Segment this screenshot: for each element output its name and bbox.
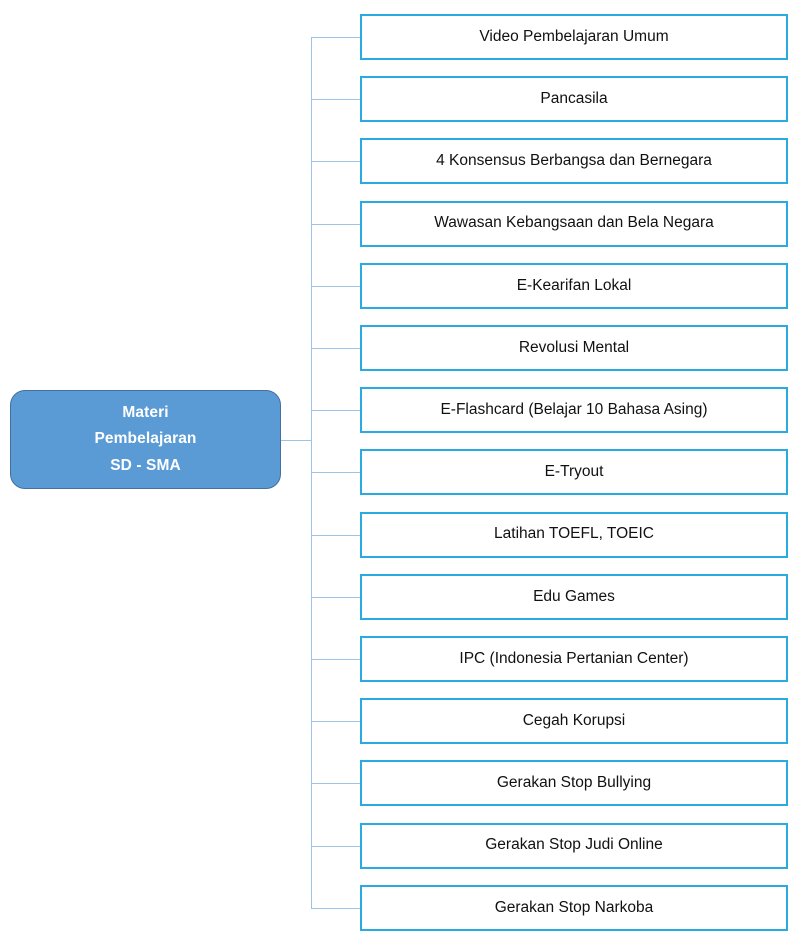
connector-stub bbox=[311, 161, 360, 162]
connector-stub bbox=[311, 721, 360, 722]
leaf-node[interactable]: Cegah Korupsi bbox=[360, 698, 788, 745]
leaf-node-label: Latihan TOEFL, TOEIC bbox=[494, 525, 654, 543]
leaf-node-label: Pancasila bbox=[540, 89, 608, 107]
connector-stub bbox=[311, 659, 360, 660]
connector-stub bbox=[311, 535, 360, 536]
connector-stub bbox=[311, 348, 360, 349]
connector-stub bbox=[311, 286, 360, 287]
connector-stub bbox=[311, 99, 360, 100]
leaf-node[interactable]: E-Flashcard (Belajar 10 Bahasa Asing) bbox=[360, 387, 788, 434]
connector-stub bbox=[311, 224, 360, 225]
leaf-node[interactable]: 4 Konsensus Berbangsa dan Bernegara bbox=[360, 138, 788, 185]
leaf-node-label: E-Kearifan Lokal bbox=[516, 276, 632, 294]
connector-stub bbox=[311, 410, 360, 411]
leaf-node[interactable]: Gerakan Stop Bullying bbox=[360, 760, 788, 807]
leaf-node[interactable]: E-Tryout bbox=[360, 449, 788, 496]
leaf-node-label: 4 Konsensus Berbangsa dan Bernegara bbox=[436, 152, 712, 170]
connector-stub bbox=[311, 908, 360, 909]
leaf-node-label: E-Tryout bbox=[544, 463, 604, 481]
leaf-node-label: Revolusi Mental bbox=[518, 338, 630, 356]
connector-stub bbox=[311, 37, 360, 38]
leaf-node[interactable]: Gerakan Stop Narkoba bbox=[360, 884, 788, 931]
leaf-node[interactable]: Pancasila bbox=[360, 76, 788, 123]
connector-root-stub bbox=[281, 440, 312, 441]
connector-stub bbox=[311, 783, 360, 784]
connector-stub bbox=[311, 597, 360, 598]
leaf-node-label: Cegah Korupsi bbox=[522, 711, 626, 729]
connector-stub bbox=[311, 472, 360, 473]
leaf-node-label: Gerakan Stop Narkoba bbox=[494, 898, 654, 916]
leaf-node-label: Gerakan Stop Bullying bbox=[496, 774, 652, 792]
leaf-node-label: Video Pembelajaran Umum bbox=[479, 27, 669, 45]
leaf-node-label: IPC (Indonesia Pertanian Center) bbox=[459, 649, 689, 667]
root-node-materi-pembelajaran[interactable]: Materi Pembelajaran SD - SMA bbox=[10, 390, 281, 489]
leaf-node-label: E-Flashcard (Belajar 10 Bahasa Asing) bbox=[440, 400, 708, 418]
leaf-node[interactable]: Latihan TOEFL, TOEIC bbox=[360, 511, 788, 558]
leaf-node[interactable]: Video Pembelajaran Umum bbox=[360, 14, 788, 60]
leaf-node[interactable]: E-Kearifan Lokal bbox=[360, 262, 788, 309]
leaf-node[interactable]: Edu Games bbox=[360, 573, 788, 620]
leaf-node-label: Gerakan Stop Judi Online bbox=[485, 836, 663, 854]
leaf-node[interactable]: IPC (Indonesia Pertanian Center) bbox=[360, 636, 788, 682]
leaf-node[interactable]: Revolusi Mental bbox=[360, 325, 788, 371]
leaf-node[interactable]: Gerakan Stop Judi Online bbox=[360, 822, 788, 869]
root-node-label: Materi Pembelajaran SD - SMA bbox=[94, 403, 197, 474]
leaf-node-label: Wawasan Kebangsaan dan Bela Negara bbox=[434, 214, 714, 232]
leaf-node-label: Edu Games bbox=[533, 587, 615, 605]
connector-stub bbox=[311, 846, 360, 847]
leaf-node[interactable]: Wawasan Kebangsaan dan Bela Negara bbox=[360, 200, 788, 247]
